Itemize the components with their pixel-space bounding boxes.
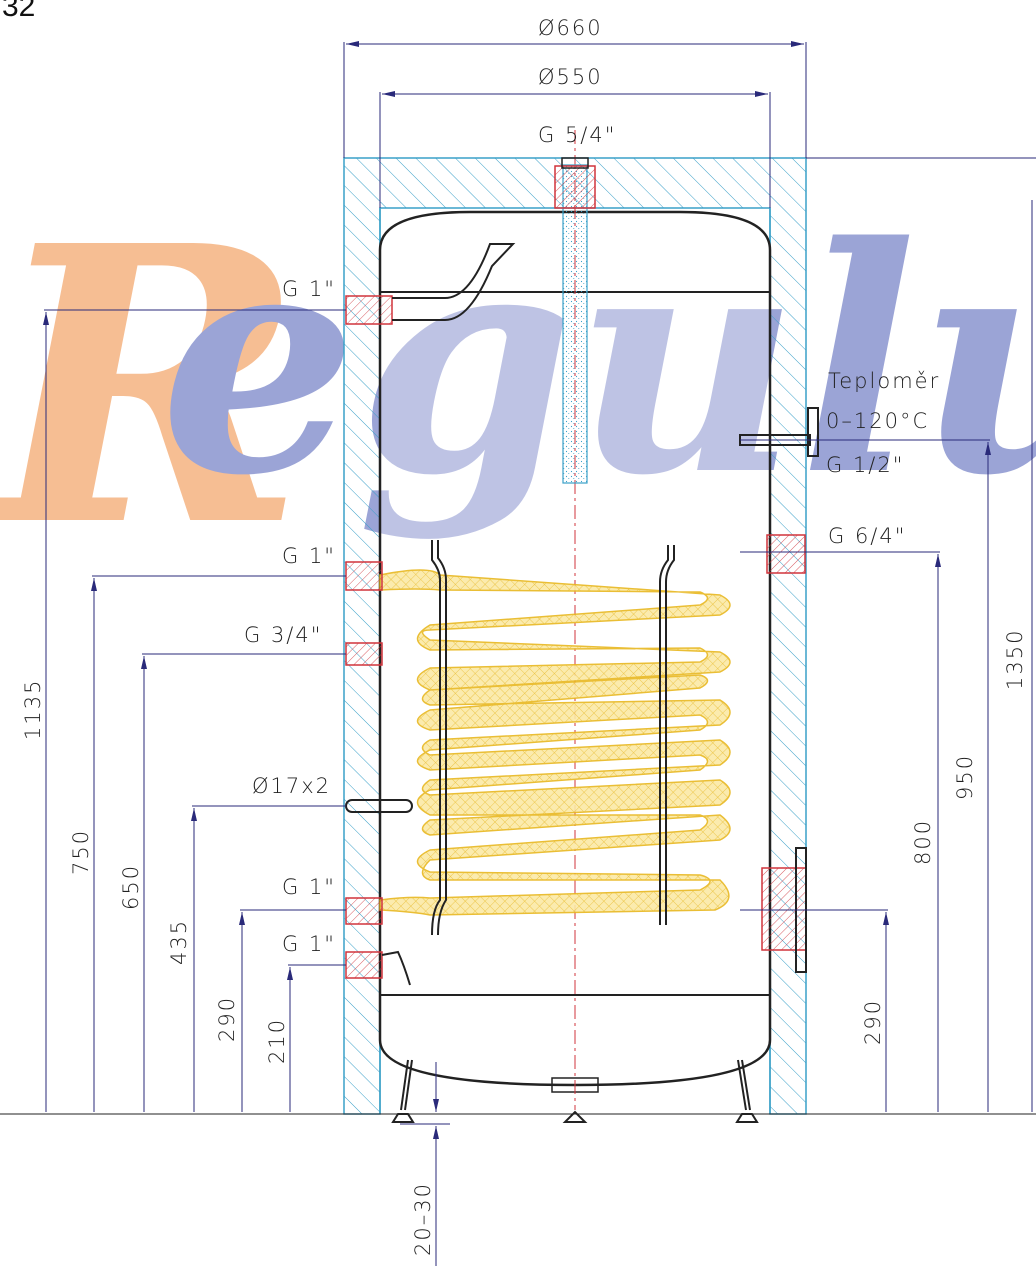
feet-dimension-lines <box>400 1062 450 1266</box>
right-fittings <box>739 407 819 973</box>
label-g1-bottom: G 1" <box>282 932 336 956</box>
dim-435: 435 <box>167 919 191 965</box>
figure-number: 32 <box>2 0 35 23</box>
inner-diameter-label: Ø550 <box>538 65 603 89</box>
label-g34: G 3/4" <box>244 623 322 647</box>
label-thermometer: Teploměr <box>828 369 940 393</box>
watermark-rest: egulus <box>160 180 1036 544</box>
dim-290-right: 290 <box>861 999 885 1045</box>
label-g1-coil-outlet: G 1" <box>282 875 336 899</box>
dim-1350: 1350 <box>1003 629 1027 690</box>
right-dimension-lines <box>740 200 1033 1112</box>
dim-950: 950 <box>953 754 977 800</box>
label-g1-upper: G 1" <box>282 277 336 301</box>
label-g1-coil-inlet: G 1" <box>282 544 336 568</box>
dim-800: 800 <box>911 819 935 865</box>
label-sensor-tube: Ø17x2 <box>252 774 331 798</box>
dim-feet: 20–30 <box>411 1182 435 1256</box>
dim-210: 210 <box>265 1018 289 1064</box>
dim-290-left: 290 <box>215 996 239 1042</box>
dim-1135: 1135 <box>21 679 45 740</box>
anode-rod <box>554 157 596 484</box>
left-dimension-lines <box>43 309 346 1112</box>
dim-650: 650 <box>119 864 143 910</box>
dim-750: 750 <box>69 829 93 875</box>
label-thermometer-range: 0–120°C <box>826 409 929 433</box>
top-connection-label: G 5/4" <box>538 123 616 147</box>
top-dimensions <box>343 41 1036 208</box>
outer-diameter-label: Ø660 <box>538 16 603 40</box>
regulus-watermark: R egulus <box>0 163 1036 610</box>
label-thermometer-thread: G 1/2" <box>826 453 904 477</box>
label-g64: G 6/4" <box>828 524 906 548</box>
left-fittings <box>345 243 516 986</box>
watermark-first-letter: R <box>0 163 306 610</box>
sensor-pockets <box>431 540 675 936</box>
